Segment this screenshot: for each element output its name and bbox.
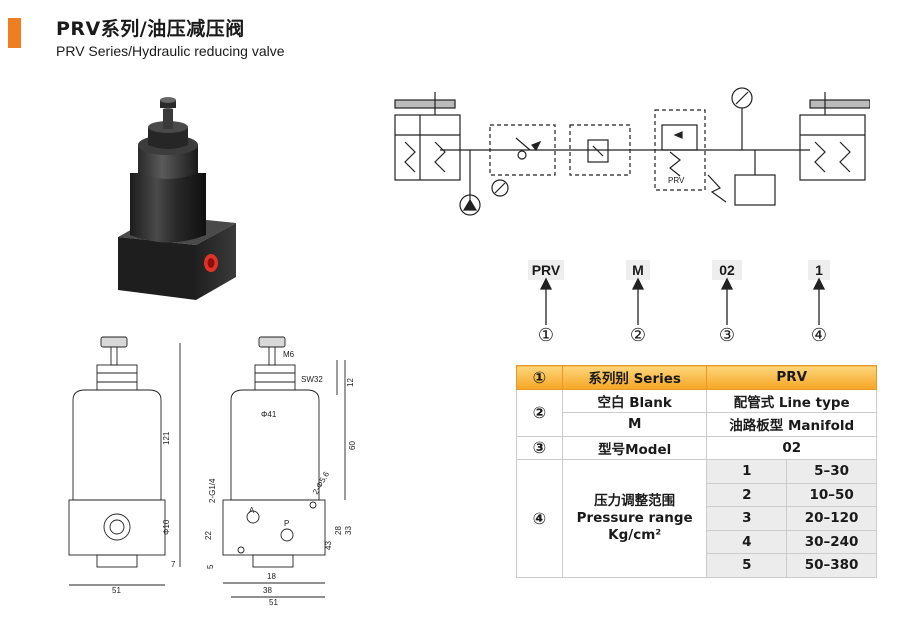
spec-index-4: ④ bbox=[516, 459, 563, 578]
schematic-prv-label: PRV bbox=[668, 176, 685, 185]
pressure-label-cn: 压力调整范围 bbox=[594, 492, 676, 509]
dim-left-width-51: 51 bbox=[112, 586, 121, 595]
pressure-code: 5 bbox=[706, 553, 788, 578]
spec-index-3: ③ bbox=[516, 435, 563, 460]
dim-60: 60 bbox=[348, 441, 357, 450]
code-index-2: ② bbox=[629, 325, 647, 346]
right-view bbox=[222, 336, 346, 598]
spec-index-1: ① bbox=[516, 365, 563, 390]
model-code-arrows bbox=[539, 277, 826, 325]
dim-left-base-7: 7 bbox=[171, 560, 176, 569]
pressure-code: 4 bbox=[706, 529, 788, 554]
dim-port-diameter: Φ10 bbox=[162, 519, 171, 535]
pressure-code: 2 bbox=[706, 482, 788, 507]
page-title-chinese: PRV系列/油压减压阀 bbox=[56, 18, 245, 40]
spec-pressure-row: 5 50–380 bbox=[517, 553, 877, 578]
dim-33: 33 bbox=[344, 526, 353, 535]
code-index-1: ① bbox=[537, 325, 555, 346]
spec-type-row: ② 空白 Blank 配管式 Line type bbox=[516, 388, 877, 437]
port-label-p: P bbox=[284, 519, 289, 528]
left-view bbox=[68, 336, 181, 586]
dim-22: 22 bbox=[204, 531, 213, 540]
spec-pressure-row: 2 10–50 bbox=[517, 482, 877, 507]
model-code-series: PRV bbox=[528, 260, 564, 280]
dim-mount-holes: 2-Φ5.6 bbox=[311, 470, 331, 496]
dim-28: 28 bbox=[334, 526, 343, 535]
pressure-range: 50–380 bbox=[786, 553, 877, 578]
dimension-drawing: 121 Φ10 7 51 M6 SW32 12 Φ41 60 2-G1/4 2-… bbox=[68, 336, 357, 607]
dim-38: 38 bbox=[263, 586, 272, 595]
spec-pressure-row: 3 20–120 bbox=[517, 506, 877, 531]
page-title-english: PRV Series/Hydraulic reducing valve bbox=[56, 43, 285, 59]
spec-model-label: 型号Model bbox=[561, 435, 708, 460]
hydraulic-schematic: PRV bbox=[394, 87, 870, 216]
dim-43: 43 bbox=[324, 541, 333, 550]
spec-type-desc: 配管式 Line type bbox=[706, 388, 877, 413]
dim-height-121: 121 bbox=[162, 431, 171, 445]
pressure-range: 30–240 bbox=[786, 529, 877, 554]
dim-5: 5 bbox=[206, 564, 215, 569]
spec-type-row: M 油路板型 Manifold bbox=[517, 412, 877, 437]
title-accent-bar bbox=[8, 18, 21, 48]
dim-18: 18 bbox=[267, 572, 276, 581]
dim-12: 12 bbox=[346, 378, 355, 387]
dim-body-diameter: Φ41 bbox=[261, 410, 277, 419]
port-label-a: A bbox=[249, 506, 255, 515]
pressure-range: 20–120 bbox=[786, 506, 877, 531]
spec-pressure-label: 压力调整范围 Pressure range Kg/cm² bbox=[561, 459, 708, 578]
model-code-pressure: 1 bbox=[808, 260, 830, 280]
pressure-code: 1 bbox=[706, 459, 788, 484]
dim-m6: M6 bbox=[283, 350, 295, 359]
pressure-unit: Kg/cm² bbox=[608, 526, 662, 543]
pressure-label-en: Pressure range bbox=[576, 509, 693, 526]
code-index-3: ③ bbox=[718, 325, 736, 346]
spec-type-desc: 油路板型 Manifold bbox=[706, 412, 877, 437]
spec-type-code: M bbox=[561, 412, 708, 437]
code-index-4: ④ bbox=[810, 325, 828, 346]
spec-model-row: ③ 型号Model 02 bbox=[516, 435, 877, 460]
spec-model-value: 02 bbox=[706, 435, 877, 460]
spec-series-value: PRV bbox=[706, 365, 877, 390]
spec-table: ① 系列别 Series PRV ② 空白 Blank 配管式 Line typ… bbox=[516, 365, 877, 578]
pressure-code: 3 bbox=[706, 506, 788, 531]
spec-series-label: 系列别 Series bbox=[561, 365, 708, 390]
spec-header-row: ① 系列别 Series PRV bbox=[516, 365, 877, 390]
spec-pressure-row: ④ 压力调整范围 Pressure range Kg/cm² 1 5–30 bbox=[516, 459, 877, 578]
dim-sw32: SW32 bbox=[301, 375, 323, 384]
model-code-model: 02 bbox=[712, 260, 742, 280]
pressure-range: 5–30 bbox=[786, 459, 877, 484]
pressure-range: 10–50 bbox=[786, 482, 877, 507]
spec-index-2: ② bbox=[516, 388, 563, 437]
dim-right-width-51: 51 bbox=[269, 598, 278, 607]
spec-pressure-row: 4 30–240 bbox=[517, 529, 877, 554]
dim-port-thread: 2-G1/4 bbox=[208, 478, 217, 503]
model-code-type: M bbox=[626, 260, 650, 280]
product-photo bbox=[118, 97, 236, 300]
spec-type-code: 空白 Blank bbox=[561, 388, 708, 413]
